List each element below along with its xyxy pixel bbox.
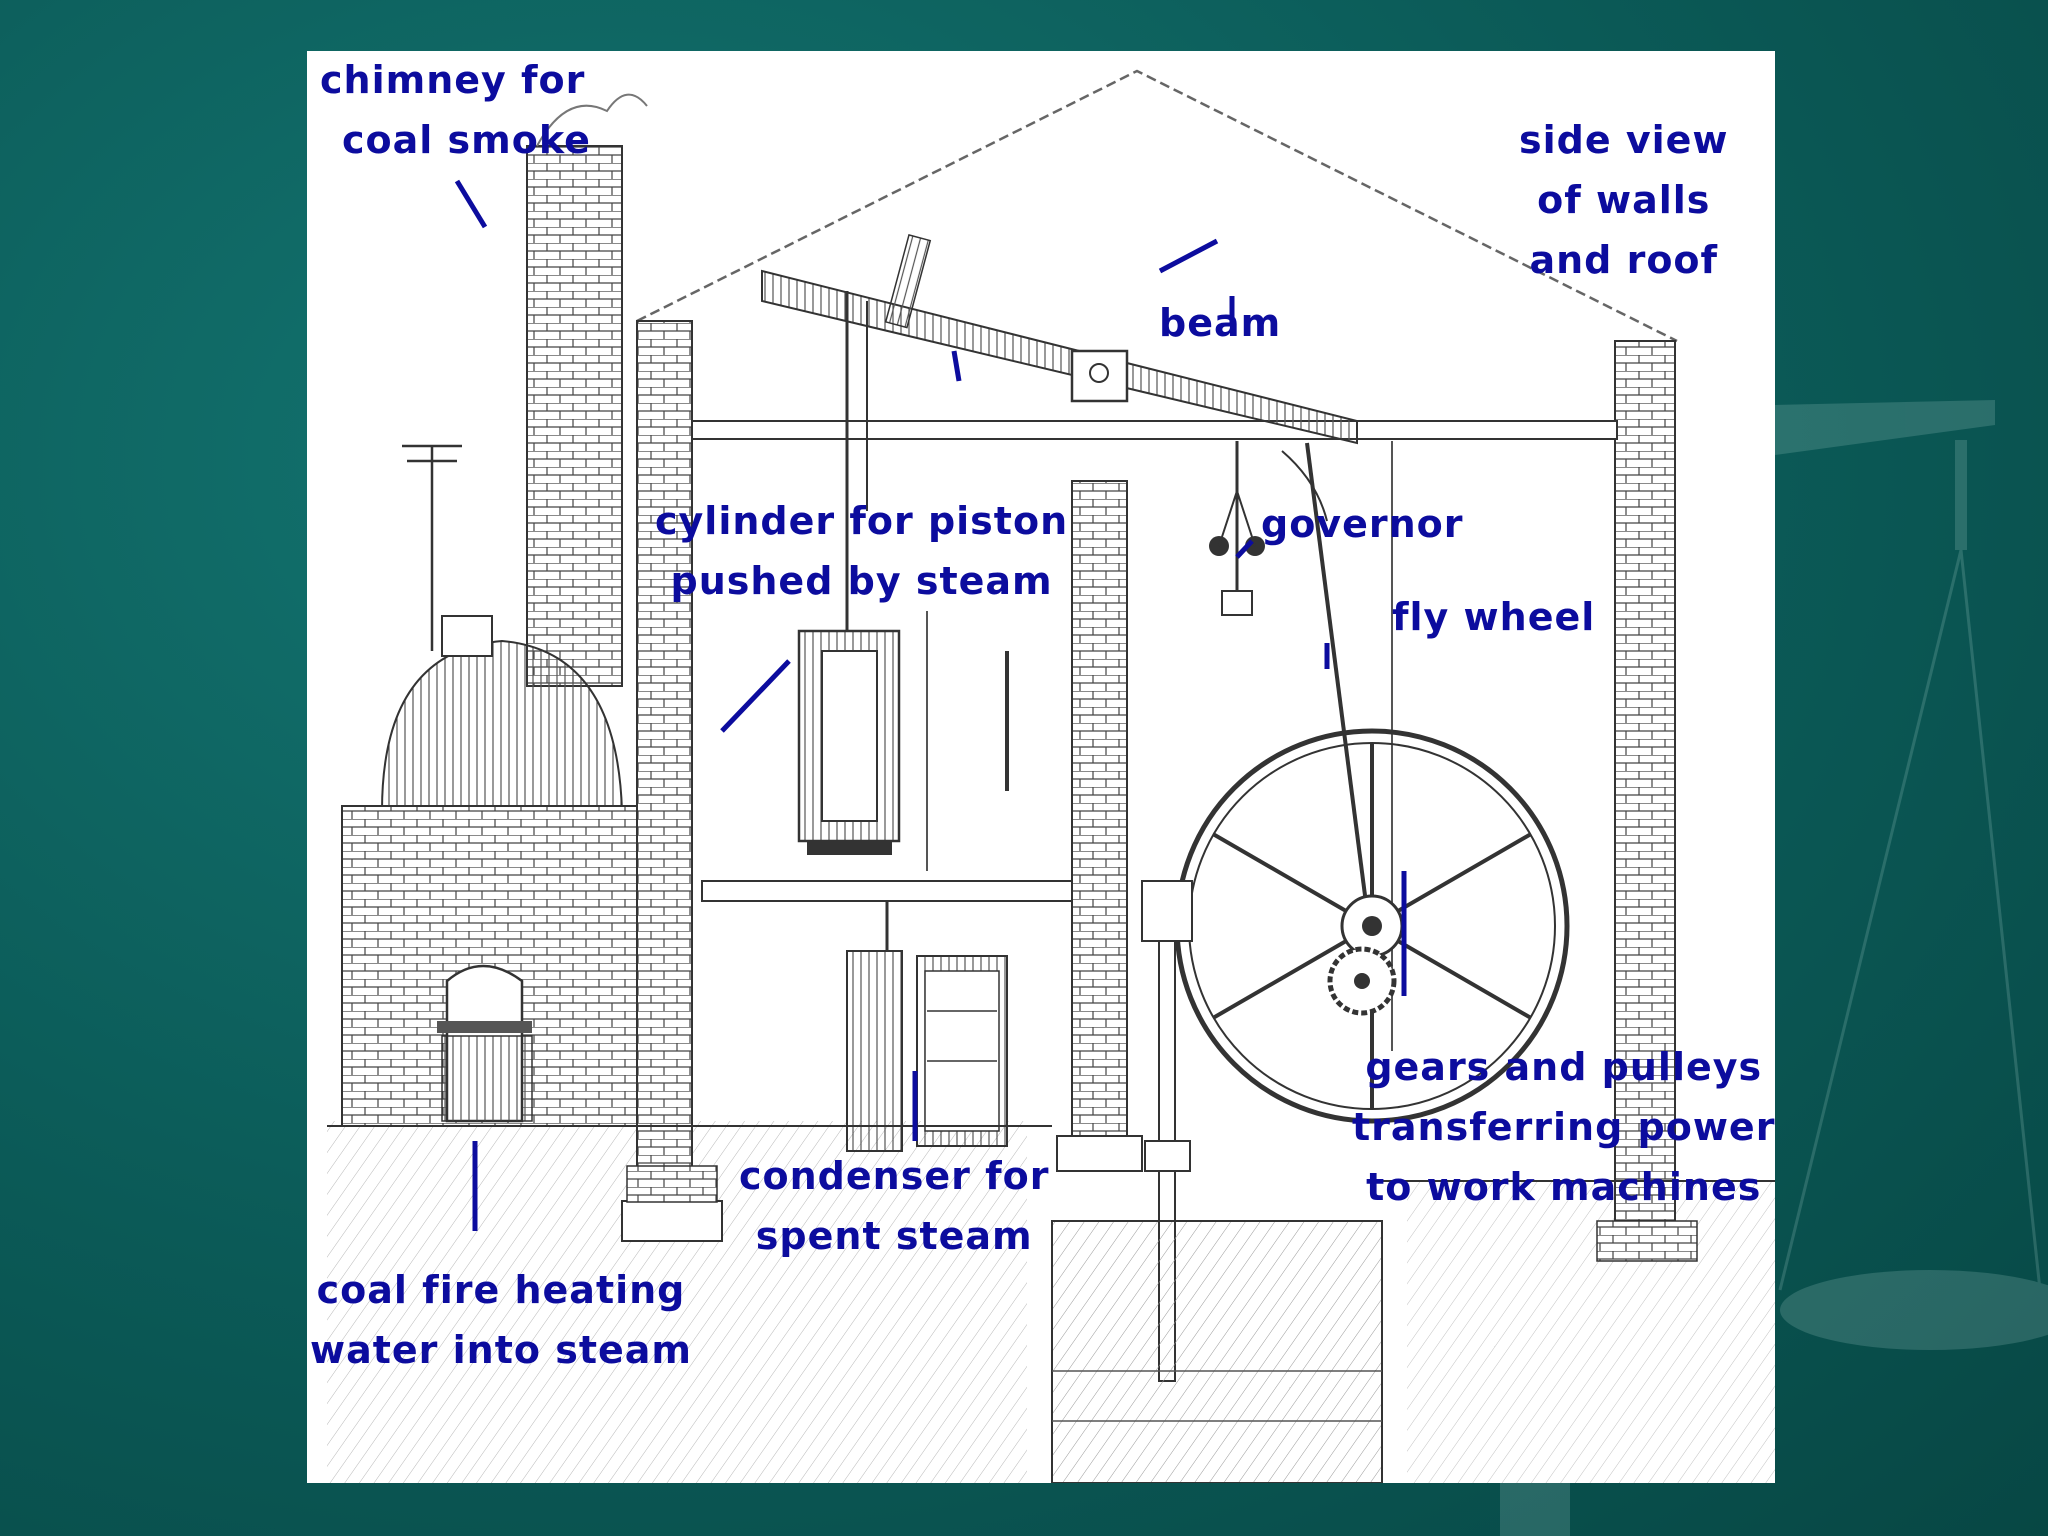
- pointer-lines: [454, 179, 1407, 1231]
- label-governor: governor: [1261, 502, 1464, 546]
- label-gears: gears and pulleys transferring power to …: [1352, 1045, 1775, 1209]
- label-chimney: chimney for coal smoke: [320, 58, 591, 162]
- label-coal-fire: coal fire heating water into steam: [310, 1268, 693, 1372]
- label-condenser: condenser for spent steam: [739, 1154, 1050, 1258]
- diagram-panel: chimney for coal smoke side view of wall…: [307, 51, 1775, 1483]
- label-cylinder: cylinder for piston pushed by steam: [655, 499, 1069, 603]
- label-fly-wheel: fly wheel: [1392, 595, 1596, 639]
- steam-engine-drawing: [327, 69, 1775, 1483]
- label-side-view: side view of walls and roof: [1519, 118, 1729, 282]
- label-beam: beam: [1159, 301, 1282, 345]
